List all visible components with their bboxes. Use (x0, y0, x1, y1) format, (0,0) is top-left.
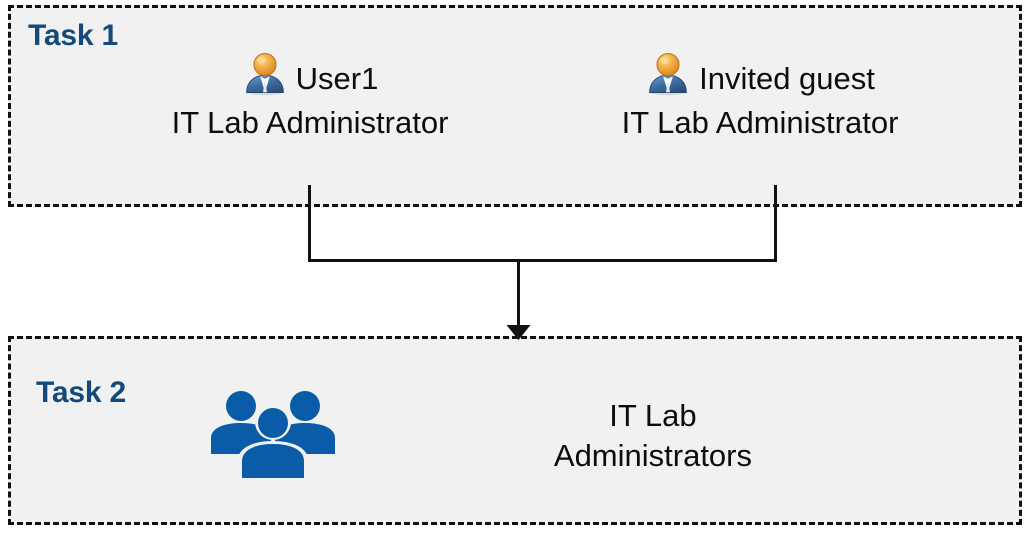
task1-label: Task 1 (28, 19, 118, 52)
users-group-icon (208, 386, 338, 487)
member-invited-guest-name: Invited guest (699, 60, 875, 96)
user-icon (242, 51, 288, 108)
group-row: IT Lab Administrators (150, 372, 870, 500)
member-invited-guest-identity: Invited guest (560, 52, 960, 103)
member-user1-identity: User1 (130, 52, 490, 103)
group-name: IT Lab Administrators (553, 397, 752, 473)
task2-label: Task 2 (36, 376, 126, 409)
member-invited-guest: Invited guest IT Lab Administrator (560, 52, 960, 144)
member-user1-role: IT Lab Administrator (171, 105, 449, 140)
member-user1: User1 IT Lab Administrator (130, 52, 490, 144)
user-icon (645, 51, 691, 108)
member-invited-guest-role: IT Lab Administrator (621, 105, 899, 140)
task1-box (8, 5, 1022, 207)
task2-box (8, 336, 1022, 525)
member-user1-name: User1 (295, 60, 379, 96)
